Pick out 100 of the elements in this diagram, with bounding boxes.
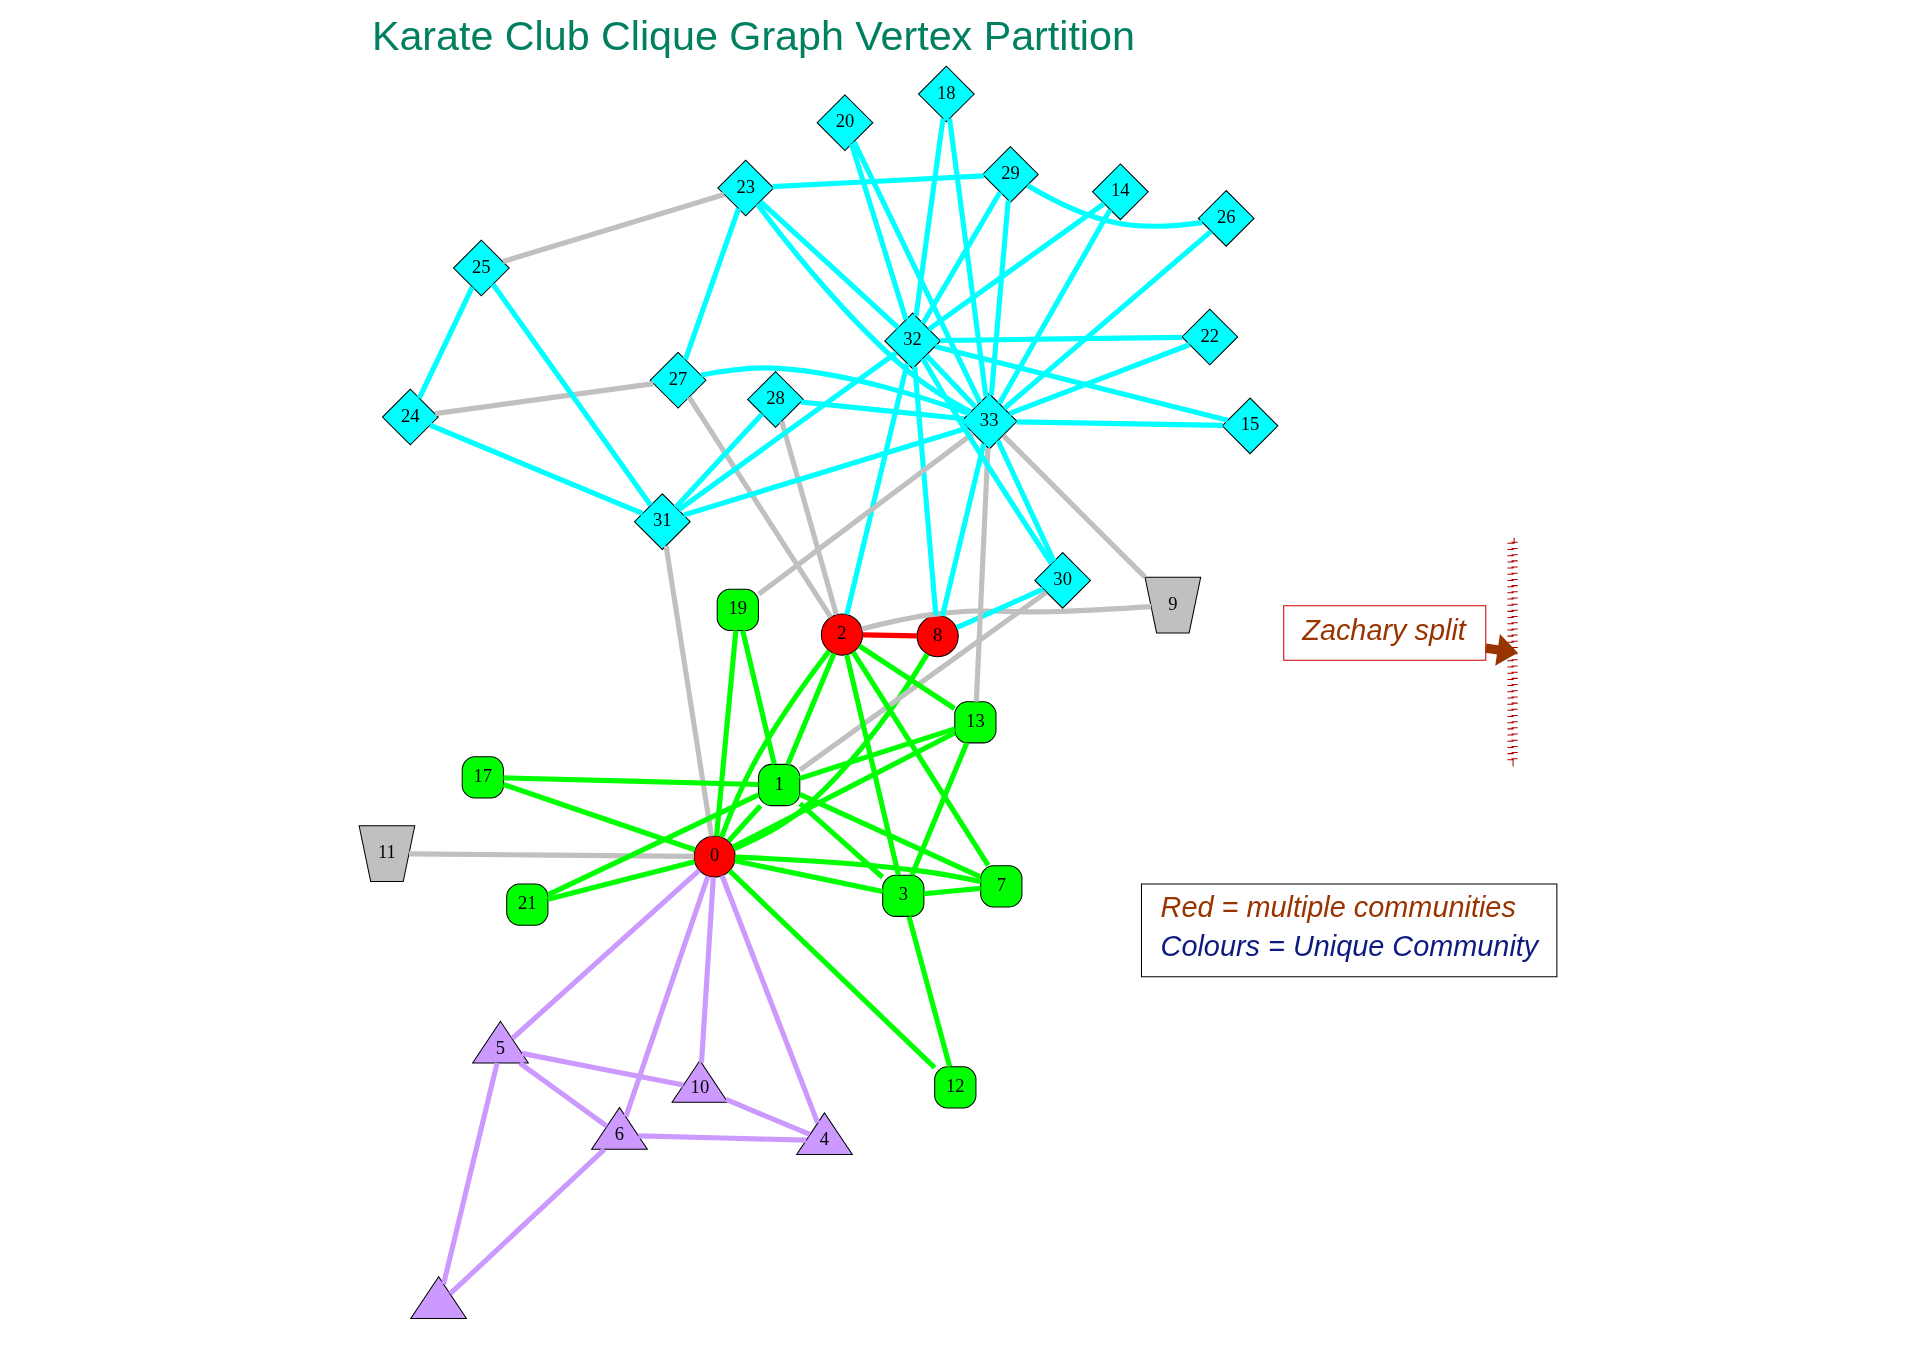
node-diamond: 20 (815, 94, 873, 152)
node-diamond: 25 (452, 239, 510, 297)
connector (517, 1061, 608, 1129)
connector (911, 366, 938, 616)
connector (850, 650, 990, 867)
connector (785, 652, 836, 766)
node-line (1506, 537, 1518, 767)
node-box: 13 (953, 701, 996, 744)
connector (732, 652, 929, 852)
connector (912, 118, 946, 317)
node-diamond: 26 (1197, 189, 1255, 247)
connector (758, 199, 900, 330)
connector (988, 200, 1011, 396)
node-circle: 0 (693, 835, 736, 878)
connector (416, 286, 475, 400)
connector (946, 118, 988, 397)
connector (797, 801, 884, 880)
connector (734, 854, 981, 885)
connector (1016, 419, 1223, 428)
node-diamond: 32 (883, 312, 941, 370)
connector (798, 590, 1048, 773)
connector (676, 350, 898, 512)
connector (939, 443, 986, 617)
connector (973, 447, 990, 702)
connector (727, 869, 936, 1070)
connector (843, 363, 910, 615)
connector (909, 742, 969, 877)
connector (719, 874, 820, 1124)
connector (503, 775, 758, 788)
connector (843, 654, 901, 876)
connector (546, 792, 759, 897)
connector (637, 1133, 806, 1143)
connector (851, 140, 982, 404)
connector (1008, 342, 1190, 416)
connector (724, 1096, 811, 1137)
connector (713, 630, 738, 837)
connector (408, 851, 694, 859)
connector (682, 207, 741, 361)
node-diamond: 15 (1221, 397, 1279, 455)
connector (1002, 229, 1213, 411)
connector (447, 1147, 606, 1296)
connector (546, 859, 695, 902)
node-box: 7 (979, 865, 1022, 908)
node-diamond: 29 (981, 145, 1039, 204)
node-box: 17 (461, 756, 504, 799)
connector (920, 357, 1054, 565)
connector (778, 420, 839, 616)
connector (718, 649, 831, 838)
connector (698, 877, 716, 1063)
connector (798, 726, 956, 781)
node-box: 1 (757, 763, 800, 807)
connector (798, 792, 981, 880)
connector (428, 422, 644, 516)
connector (520, 1050, 684, 1088)
node-box: 21 (505, 883, 548, 926)
connector (501, 192, 725, 264)
connector (663, 545, 714, 837)
connector (955, 586, 1044, 631)
connector (755, 202, 972, 415)
connector (686, 395, 833, 619)
connector (920, 191, 1002, 325)
node-triangle (409, 1275, 467, 1319)
connector (510, 868, 701, 1041)
node-diamond: 14 (1091, 163, 1149, 221)
connector (905, 915, 952, 1068)
connector (622, 875, 710, 1118)
connector (924, 353, 977, 409)
node-diamond: 18 (917, 65, 975, 123)
node-box: 19 (716, 588, 759, 631)
connector (848, 143, 908, 321)
node-diamond: 31 (633, 493, 691, 551)
connector (739, 630, 777, 765)
connector (862, 632, 917, 639)
node-diamond: 30 (1033, 551, 1091, 609)
connector (726, 803, 762, 843)
connector (934, 344, 1228, 423)
connector (860, 604, 1151, 632)
node-diamond: 24 (381, 388, 439, 446)
connector (682, 425, 968, 518)
connector (733, 858, 883, 894)
node-diamond: 28 (746, 370, 804, 428)
connector (926, 201, 1106, 332)
connector (440, 1062, 500, 1285)
diagram-title: Karate Club Clique Graph Vertex Partition (371, 12, 1135, 59)
connector (923, 885, 981, 897)
connector (490, 282, 653, 507)
node-circle: 8 (916, 615, 959, 658)
node-box: 12 (933, 1066, 976, 1109)
node-diamond: 22 (1180, 308, 1238, 366)
node-diamond: 33 (960, 392, 1018, 450)
node-box: Red = multiple communities Colours = Unique Community (1140, 883, 1557, 978)
node-box: 3 (881, 874, 924, 917)
connector (1001, 433, 1147, 579)
node-diamond: 23 (716, 159, 774, 217)
connector (996, 208, 1112, 405)
connector (1025, 183, 1202, 229)
connector (857, 643, 956, 711)
node-circle: 2 (820, 613, 863, 656)
node-diamond: 27 (649, 351, 707, 409)
connector (771, 173, 984, 190)
